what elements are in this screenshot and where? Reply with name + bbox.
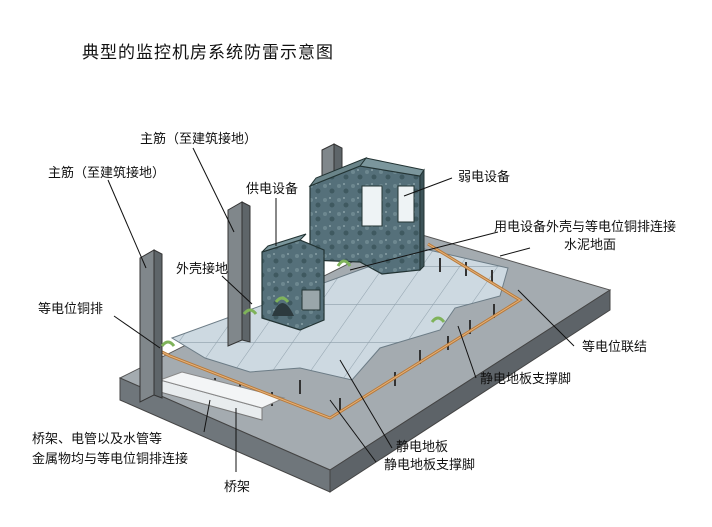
label-bonding-connection: 等电位联结 — [582, 340, 648, 355]
label-main-bar-right: 主筋（至建筑接地） — [140, 132, 258, 147]
label-tray-metal-line2: 金属物均与等电位铜排连接 — [32, 452, 189, 467]
label-main-bar-left: 主筋（至建筑接地） — [48, 166, 166, 181]
power-cabinet — [261, 233, 325, 331]
label-tray-metal-line1: 桥架、电管以及水管等 — [32, 432, 163, 447]
label-floor-support-right: 静电地板支撑脚 — [480, 372, 572, 387]
label-cable-tray: 桥架 — [224, 480, 251, 495]
leader-lines — [107, 147, 575, 472]
label-cement-floor: 水泥地面 — [564, 238, 617, 253]
label-copper-bar: 等电位铜排 — [38, 302, 104, 317]
ground-straps — [160, 259, 446, 347]
label-floor-support-bottom: 静电地板支撑脚 — [384, 458, 476, 473]
static-floor-tiles — [170, 247, 509, 381]
diagram-title: 典型的监控机房系统防雷示意图 — [82, 43, 334, 63]
copper-bar-highlight — [161, 243, 521, 419]
concrete-slab-right — [329, 289, 611, 493]
steel-column-left — [139, 249, 163, 403]
cable-tray-top — [158, 371, 286, 409]
label-weak-equipment: 弱电设备 — [458, 170, 511, 185]
label-power-equipment: 供电设备 — [246, 182, 299, 197]
weak-current-cabinet — [308, 156, 425, 275]
steel-column-mid — [227, 201, 251, 347]
label-housing-to-copper: 用电设备外壳与等电位铜排连接 — [494, 220, 677, 235]
label-static-floor: 静电地板 — [396, 440, 449, 455]
label-housing-ground: 外壳接地 — [176, 262, 229, 277]
